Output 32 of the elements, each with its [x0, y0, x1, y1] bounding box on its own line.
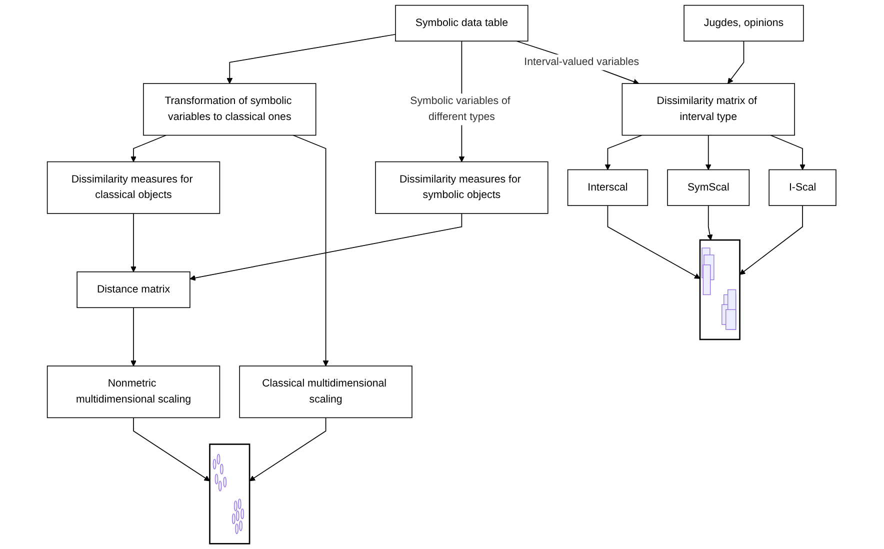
node-box: I-Scal [769, 169, 837, 206]
arrow [130, 307, 137, 366]
arrow [130, 213, 137, 272]
node-box: Interscal [568, 169, 648, 206]
node-box: Distance matrix [77, 271, 191, 308]
arrow [706, 134, 712, 170]
node-box: Dissimilarity measures for symbolic objects [375, 161, 549, 214]
edge-label: Interval-valued variables [524, 56, 640, 68]
arrow [728, 40, 745, 84]
node-box: Nonmetric multidimensional scaling [47, 366, 220, 418]
picture [700, 239, 741, 340]
node-box: Classical multidimensional scaling [240, 366, 413, 418]
arrow [516, 40, 640, 84]
node-box: Dissimilarity matrix of interval type [622, 83, 796, 136]
arrow [133, 417, 210, 482]
arrow [190, 213, 462, 281]
arrow [605, 134, 643, 170]
node-box: Jugdes, opinions [684, 4, 804, 42]
node-box: SymScal [668, 169, 750, 206]
picture [209, 444, 251, 544]
edge-label: Symbolic variables of different types [410, 95, 511, 123]
arrow [608, 205, 701, 279]
node-box: Transformation of symbolic variables to classical ones [143, 83, 317, 136]
arrow [740, 205, 804, 275]
arrow [227, 34, 396, 84]
node-box: Dissimilarity measures for classical objects [47, 161, 220, 214]
arrow [293, 134, 330, 366]
arrow [130, 134, 167, 162]
arrow [250, 417, 327, 482]
node-box: Symbolic data table [395, 4, 529, 42]
arrow [707, 205, 714, 240]
arrow [770, 134, 806, 170]
